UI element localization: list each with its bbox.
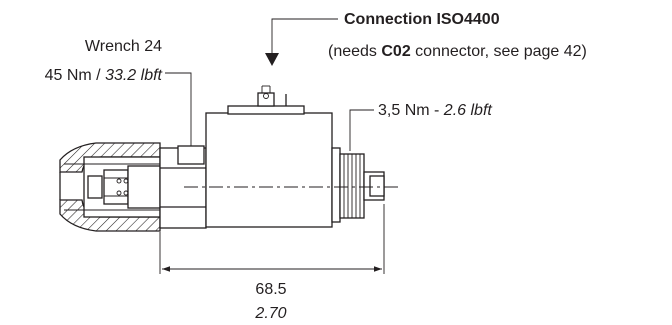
wrench-label: Wrench 24 [85, 38, 162, 55]
knurled-knob [331, 147, 385, 223]
dimension-imperial: 2.70 [254, 305, 286, 322]
dimension-metric: 68.5 [255, 281, 286, 298]
connection-leader [265, 18, 338, 66]
connector-code: C02 [381, 43, 410, 60]
hex-nut [159, 145, 207, 229]
knob-torque-leader [349, 109, 374, 151]
knob-torque-imperial: 2.6 lbft [443, 102, 493, 119]
connection-note-prefix: (needs [328, 43, 381, 60]
knob-torque-metric: 3,5 Nm - [378, 102, 444, 119]
wrench-torque-imperial: 33.2 lbft [105, 67, 162, 84]
connection-arrow-icon [265, 53, 279, 66]
connection-note-suffix: connector, see page 42) [411, 43, 587, 60]
wrench-leader [165, 72, 192, 152]
wrench-torque-metric: 45 Nm / [45, 67, 105, 84]
dimension-68-5 [159, 204, 385, 274]
connection-title: Connection ISO4400 [344, 11, 500, 28]
coil-housing [205, 85, 333, 228]
knob-torque: 3,5 Nm - 2.6 lbft [378, 102, 492, 119]
cartridge-core [64, 156, 161, 218]
connection-note: (needs C02 connector, see page 42) [328, 43, 587, 60]
wrench-torque: 45 Nm / 33.2 lbft [45, 67, 163, 84]
